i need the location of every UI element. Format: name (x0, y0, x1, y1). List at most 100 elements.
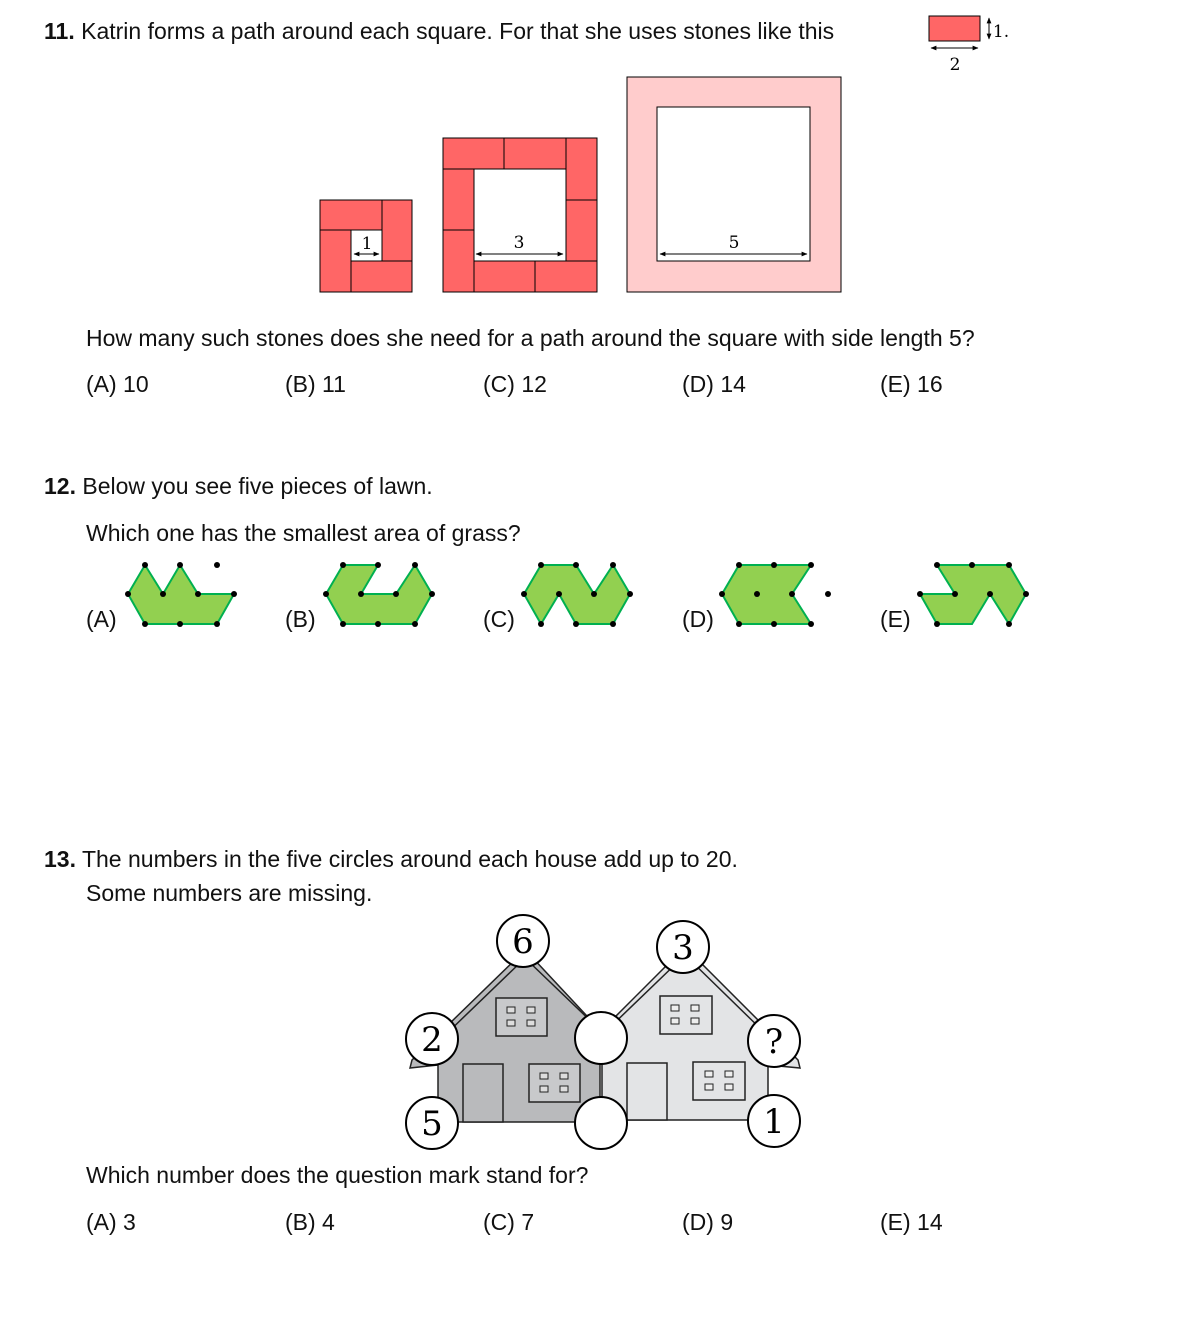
lattice-dot (538, 562, 544, 568)
houses: 6 3 2 5 ? 1 (405, 914, 801, 1150)
square-label-5: 5 (729, 233, 740, 253)
circle-value-2: 2 (421, 1020, 443, 1060)
lattice-dot (1006, 562, 1012, 568)
q11-heading: 11. Katrin forms a path around each squa… (44, 18, 834, 45)
q13-question: Which number does the question mark stan… (86, 1162, 589, 1188)
lattice-dot (142, 562, 148, 568)
lattice-dot (125, 591, 131, 597)
q13-answer-d[interactable]: (D) 9 (682, 1209, 734, 1235)
stone-height-label: 1. (993, 22, 1009, 42)
grass-shape (918, 564, 1028, 626)
lattice-dot (195, 591, 201, 597)
grass-shape (126, 563, 236, 625)
lattice-dot (177, 562, 183, 568)
lattice-dot (591, 591, 597, 597)
lattice-dot (808, 621, 814, 627)
q11-text: Katrin forms a path around each square. … (81, 18, 835, 44)
circle-value-6: 6 (512, 922, 534, 962)
circle-top-right (656, 920, 710, 974)
circle-left-mid (405, 1012, 459, 1066)
circle-right-bottom (747, 1094, 801, 1148)
circle-top-left (496, 914, 550, 968)
q13-answer-c[interactable]: (C) 7 (483, 1209, 535, 1235)
lattice-dot (1023, 591, 1029, 597)
lattice-dot (808, 562, 814, 568)
lawn-piece-b (323, 562, 435, 627)
circle-value-question: ? (765, 1022, 783, 1062)
circle-shared-mid (574, 1011, 628, 1065)
lattice-dot (573, 562, 579, 568)
q13-answer-b[interactable]: (B) 4 (285, 1209, 335, 1235)
q12-option-a[interactable]: (A) (86, 606, 117, 632)
square-label-3: 3 (514, 233, 525, 253)
square-label-1: 1 (362, 234, 373, 254)
q12-option-d[interactable]: (D) (682, 606, 714, 632)
q13-text2: Some numbers are missing. (86, 880, 373, 906)
lawn-pieces (125, 562, 1029, 627)
lattice-dot (736, 621, 742, 627)
q12-option-e[interactable]: (E) (880, 606, 911, 632)
lattice-dot (627, 591, 633, 597)
q12-option-b[interactable]: (B) (285, 606, 316, 632)
lattice-dot (719, 591, 725, 597)
lawn-piece-c (521, 562, 633, 627)
lattice-dot (412, 562, 418, 568)
path-square-5 (626, 76, 842, 293)
lattice-dot (573, 621, 579, 627)
lattice-dot (412, 621, 418, 627)
q13-number: 13. (44, 846, 76, 872)
circle-value-1: 1 (763, 1102, 785, 1142)
lattice-dot (323, 591, 329, 597)
lattice-dot (340, 621, 346, 627)
q12-number: 12. (44, 473, 76, 499)
q13-heading: 13. The numbers in the five circles arou… (44, 846, 738, 873)
grass-shape (522, 563, 632, 626)
circle-value-3: 3 (672, 928, 694, 968)
q11-answer-a[interactable]: (A) 10 (86, 371, 149, 397)
lattice-dot (177, 621, 183, 627)
lattice-dot (917, 591, 923, 597)
lattice-dot (825, 591, 831, 597)
lattice-dot (160, 591, 166, 597)
house-right (601, 951, 801, 1121)
lattice-dot (142, 621, 148, 627)
lattice-dot (340, 562, 346, 568)
lattice-dot (789, 591, 795, 597)
grass-shape (324, 563, 434, 625)
lattice-dot (736, 562, 742, 568)
q12-option-c[interactable]: (C) (483, 606, 515, 632)
q12-text: Below you see five pieces of lawn. (82, 473, 433, 499)
lattice-dot (375, 562, 381, 568)
circle-right-mid (747, 1014, 801, 1068)
stone-sample (928, 15, 992, 51)
lattice-dot (934, 562, 940, 568)
circle-shared-bottom (574, 1096, 628, 1150)
lattice-dot (1006, 621, 1012, 627)
lattice-dot (393, 591, 399, 597)
lattice-dot (556, 591, 562, 597)
q11-answer-c[interactable]: (C) 12 (483, 371, 547, 397)
q13-text: The numbers in the five circles around e… (81, 846, 738, 872)
lattice-dot (429, 591, 435, 597)
q11-answer-b[interactable]: (B) 11 (285, 371, 346, 397)
lattice-dot (521, 591, 527, 597)
q11-number: 11. (44, 18, 75, 44)
stone-width-label: 2 (950, 55, 961, 75)
lattice-dot (214, 562, 220, 568)
lattice-dot (375, 621, 381, 627)
grass-shape (720, 564, 813, 625)
lattice-dot (934, 621, 940, 627)
q13-answer-a[interactable]: (A) 3 (86, 1209, 136, 1235)
lattice-dot (771, 621, 777, 627)
lattice-dot (754, 591, 760, 597)
q11-answer-e[interactable]: (E) 16 (880, 371, 943, 397)
q12-question: Which one has the smallest area of grass… (86, 520, 521, 546)
circle-left-bottom (405, 1096, 459, 1150)
q11-answer-d[interactable]: (D) 14 (682, 371, 746, 397)
q13-answer-e[interactable]: (E) 14 (880, 1209, 943, 1235)
q11-question: How many such stones does she need for a… (86, 325, 975, 351)
lattice-dot (771, 562, 777, 568)
circle-value-5: 5 (421, 1104, 443, 1144)
